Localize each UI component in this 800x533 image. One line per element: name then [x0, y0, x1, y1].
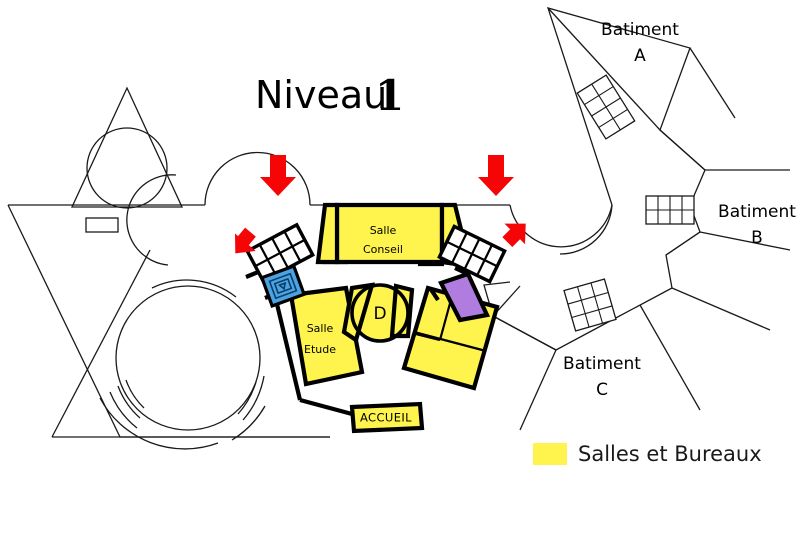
lobby-floor-left-edge: [273, 299, 303, 401]
batiment-a-north-notch: [665, 231, 701, 256]
batiment-a-label-line2: A: [634, 46, 646, 66]
room-accueil-shape[interactable]: [349, 401, 425, 434]
west-circle-upper: [86, 127, 168, 209]
west-arc-lobe: [126, 174, 177, 266]
amphitheatre-arc-3: [117, 385, 141, 419]
elevator-left-inner-square-2: [273, 277, 293, 295]
arrow-down-right: [478, 155, 514, 196]
arrow-diag-right: [502, 223, 526, 248]
arrow-down-left-shape: [260, 155, 296, 196]
stair-batiment-b-steps: [646, 196, 694, 224]
salle-conseil-label-line1: Salle: [370, 224, 397, 237]
page-title: Niveau: [255, 73, 387, 117]
elevator-left[interactable]: [259, 264, 307, 308]
central-north-wall-right: [509, 204, 613, 248]
accueil-label: ACCUEIL: [360, 411, 412, 425]
amphitheatre-arc-5: [237, 381, 257, 415]
batiment-a-label-line1: Batiment: [601, 20, 679, 40]
elevator-left-glyph: [277, 281, 287, 291]
central-east-wall: [559, 204, 613, 255]
central-north-wall-left: [204, 151, 311, 206]
lobby-floor-south-edge: [299, 397, 353, 417]
legend-label-salles-bureaux: Salles et Bureaux: [578, 442, 762, 466]
amphitheatre-arc-1: [151, 279, 237, 298]
room-se-divider-small: [415, 332, 441, 342]
batiment-c-edge-2: [639, 304, 701, 411]
batiment-a-wing-edge: [659, 129, 706, 171]
salle-etude-label-line2: Etude: [304, 343, 336, 356]
stair-left-main-steps: [254, 230, 306, 276]
zone-purple-shape[interactable]: [438, 271, 491, 323]
zone-d-circle[interactable]: [350, 283, 410, 343]
salle-conseil-label-line2: Conseil: [363, 243, 403, 256]
stair-batiment-a[interactable]: [576, 74, 636, 140]
room-salle-etude-shape[interactable]: [288, 285, 365, 387]
arrow-down-left: [260, 155, 296, 196]
batiment-c-edge-1: [671, 287, 771, 331]
campus-outline-group: [7, 7, 791, 450]
zone-d-label: D: [373, 304, 386, 324]
amphitheatre-circle: [115, 285, 261, 431]
stair-batiment-c[interactable]: [563, 278, 617, 332]
southwest-diagonal: [51, 249, 151, 438]
batiment-b-edge-1: [689, 47, 736, 119]
plaza-diagonal-right: [492, 315, 557, 351]
arrow-down-right-shape: [478, 155, 514, 196]
batiment-b-label-line1: Batiment: [718, 202, 796, 222]
batiment-c-label-line2: C: [596, 380, 608, 400]
stair-batiment-a-steps: [584, 83, 628, 131]
amphitheatre-arc-4: [125, 379, 145, 409]
room-se-notch: [428, 286, 440, 302]
batiment-a-roof-edge: [547, 7, 661, 131]
stair-right-main-steps: [446, 232, 498, 276]
west-wing-outline: [70, 86, 184, 208]
elevator-left-body: [259, 264, 307, 308]
stair-batiment-c-steps: [567, 282, 613, 328]
arrow-diag-left-shape: [234, 227, 256, 254]
page-title-level-number: 1: [375, 71, 404, 120]
stair-batiment-c-body: [563, 278, 617, 332]
amphitheatre-arc-6: [242, 375, 265, 421]
room-lobby-yellow-left[interactable]: [341, 282, 375, 344]
amphitheatre-arc-8: [231, 405, 266, 441]
amphitheatre-arc-7: [99, 397, 219, 450]
batiment-c-edge-3: [519, 349, 557, 431]
legend: Salles et Bureaux: [533, 442, 762, 466]
batiment-b-label-line2: B: [751, 228, 763, 248]
batiment-b-edge-3: [699, 231, 791, 251]
room-se-divider-horizontal: [413, 330, 487, 353]
west-small-rectangle: [85, 217, 119, 233]
elevator-left-inner-square: [268, 272, 298, 300]
stair-right-main[interactable]: [437, 224, 507, 284]
amphitheatre-arc-2: [109, 391, 138, 429]
stair-batiment-b[interactable]: [645, 195, 695, 225]
arrow-diag-right-shape: [502, 223, 526, 248]
salle-etude-label-line1: Salle: [307, 322, 334, 335]
arrow-diag-left: [234, 227, 256, 254]
room-conseil-left-wedge[interactable]: [315, 202, 340, 265]
batiment-c-label-line1: Batiment: [563, 354, 641, 374]
legend-swatch-salles-bureaux: [533, 443, 567, 465]
